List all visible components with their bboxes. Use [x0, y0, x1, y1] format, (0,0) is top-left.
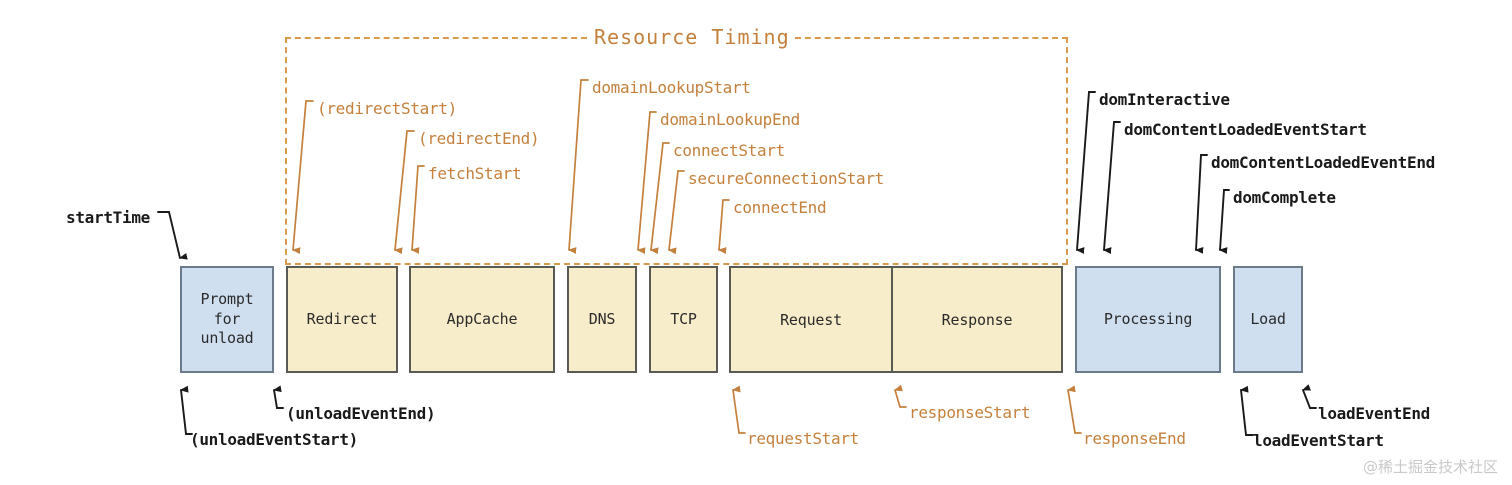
label-fetch-start: fetchStart: [428, 164, 522, 183]
label-connect-start: connectStart: [673, 141, 785, 160]
phase-label-redirect: Redirect: [306, 309, 378, 328]
phase-box-request[interactable]: Request: [731, 268, 891, 371]
label-response-start: responseStart: [909, 403, 1031, 422]
label-request-start: requestStart: [747, 429, 859, 448]
label-dom-complete: domComplete: [1233, 188, 1336, 207]
watermark: @稀土掘金技术社区: [1362, 458, 1498, 476]
resource-timing-bracket-right: [795, 37, 1068, 39]
phase-box-dns[interactable]: DNS: [567, 266, 637, 373]
phase-box-redirect[interactable]: Redirect: [286, 266, 398, 373]
resource-timing-region: [285, 37, 1068, 265]
label-redirect-start: (redirectStart): [317, 99, 457, 118]
phase-label-response: Response: [941, 310, 1013, 329]
label-load-event-start: loadEventStart: [1253, 431, 1384, 450]
phase-box-processing[interactable]: Processing: [1075, 266, 1221, 373]
phase-label-processing: Processing: [1103, 309, 1193, 328]
phase-label-appcache: AppCache: [446, 309, 518, 328]
phase-label-load: Load: [1250, 309, 1286, 328]
phase-box-load[interactable]: Load: [1233, 266, 1303, 373]
phase-box-appcache[interactable]: AppCache: [409, 266, 555, 373]
label-dom-content-loaded-event-end: domContentLoadedEventEnd: [1211, 153, 1435, 172]
phase-label-tcp: TCP: [670, 309, 697, 328]
label-dom-interactive: domInteractive: [1099, 90, 1230, 109]
phase-label-request: Request: [780, 310, 842, 329]
phase-box-request-response[interactable]: Request Response: [729, 266, 1063, 373]
label-unload-event-end: (unloadEventEnd): [286, 404, 436, 423]
resource-timing-bracket-left: [285, 37, 587, 39]
label-response-end: responseEnd: [1083, 429, 1186, 448]
label-redirect-end: (redirectEnd): [418, 129, 540, 148]
label-connect-end: connectEnd: [733, 198, 827, 217]
label-load-event-end: loadEventEnd: [1318, 404, 1430, 423]
phase-label-dns: DNS: [588, 309, 616, 328]
label-domain-lookup-end: domainLookupEnd: [660, 110, 800, 129]
label-start-time: startTime: [66, 208, 150, 227]
label-unload-event-start: (unloadEventStart): [190, 430, 358, 449]
phase-label-prompt-for-unload: Prompt for unload: [200, 289, 254, 348]
label-domain-lookup-start: domainLookupStart: [592, 78, 751, 97]
resource-timing-title: Resource Timing: [594, 25, 790, 49]
phase-box-prompt-for-unload[interactable]: Prompt for unload: [180, 266, 274, 373]
label-dom-content-loaded-event-start: domContentLoadedEventStart: [1124, 120, 1367, 139]
label-secure-connection-start: secureConnectionStart: [688, 169, 884, 188]
phase-box-tcp[interactable]: TCP: [649, 266, 718, 373]
phase-box-response[interactable]: Response: [891, 268, 1061, 371]
